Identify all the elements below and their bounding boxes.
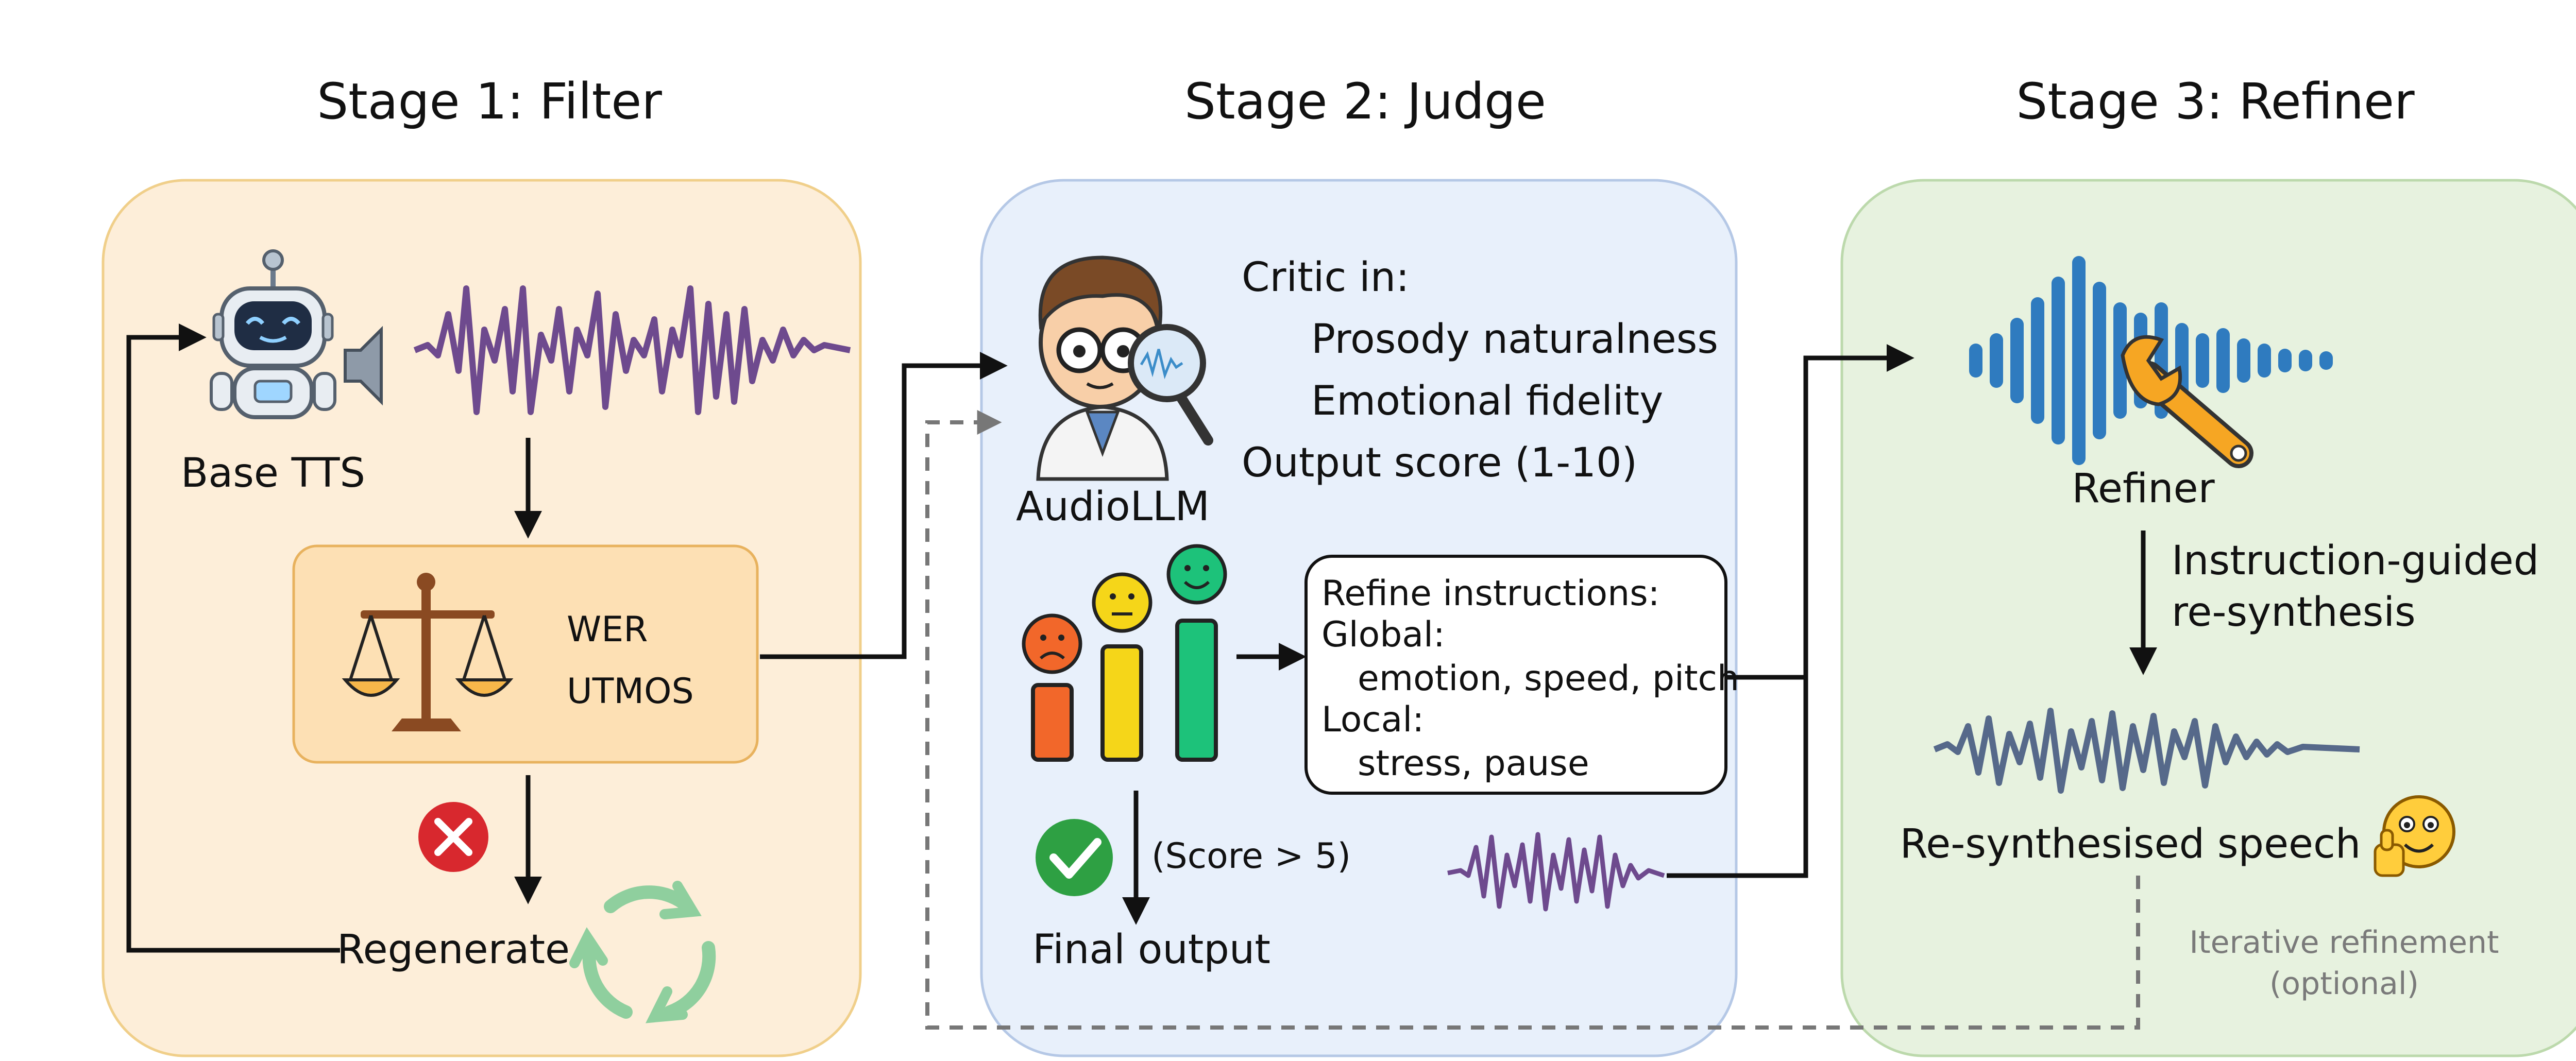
thumbs-up-emoji-icon — [2374, 795, 2455, 877]
iterative-line2: (optional) — [2269, 966, 2419, 1002]
wrench-icon — [2121, 335, 2253, 468]
regenerate-label: Regenerate — [337, 927, 570, 973]
arrow-audio-to-refiner — [1667, 677, 1808, 878]
critic-item-emotion: Emotional fidelity — [1311, 378, 1663, 424]
judge-scientist-icon — [1036, 255, 1213, 481]
refiner-label: Refiner — [2072, 466, 2215, 512]
robot-icon — [210, 249, 336, 419]
resynth-label: Re-synthesised speech — [1900, 821, 2361, 867]
instructions-global-label: Global: — [1321, 614, 1445, 655]
score-bars-icon — [1022, 544, 1227, 762]
scales-icon — [342, 573, 514, 731]
metric-utmos: UTMOS — [567, 671, 694, 712]
instructions-local-label: Local: — [1321, 699, 1424, 740]
audiollm-label: AudioLLM — [1016, 484, 1210, 530]
speaker-icon — [344, 326, 383, 406]
guided-line2: re-synthesis — [2172, 589, 2416, 636]
stage1-title: Stage 1: Filter — [317, 73, 662, 130]
critic-item-prosody: Prosody naturalness — [1311, 316, 1718, 363]
arrow-regenerate-loop — [126, 323, 340, 953]
arrow-instructions-to-refiner — [1726, 344, 1914, 680]
accept-check-icon — [1036, 819, 1113, 896]
arrow-iterative-refinement — [925, 410, 2140, 1030]
base-tts-waveform — [413, 285, 851, 415]
critic-heading: Critic in: — [1242, 254, 1410, 301]
judged-audio-waveform — [1447, 832, 1665, 912]
arrow-filter-to-judge — [760, 352, 1008, 659]
output-score: Output score (1-10) — [1242, 440, 1637, 486]
stage2-title: Stage 2: Judge — [1184, 73, 1546, 130]
score-condition: (Score > 5) — [1151, 836, 1351, 877]
guided-line1: Instruction-guided — [2172, 538, 2539, 584]
instructions-title: Refine instructions: — [1321, 573, 1660, 614]
reject-icon — [418, 802, 488, 872]
resynthesised-waveform — [1933, 708, 2360, 794]
refine-instructions-box — [1304, 555, 1727, 795]
metric-wer: WER — [567, 609, 648, 650]
stage3-title: Stage 3: Refiner — [2016, 73, 2415, 130]
recycle-icon — [569, 881, 716, 1023]
instructions-global-items: emotion, speed, pitch — [1358, 658, 1739, 699]
final-output-label: Final output — [1032, 927, 1270, 973]
instructions-local-items: stress, pause — [1358, 743, 1589, 784]
iterative-line1: Iterative refinement — [2189, 925, 2499, 961]
metrics-box — [292, 544, 759, 764]
base-tts-label: Base TTS — [181, 450, 365, 497]
